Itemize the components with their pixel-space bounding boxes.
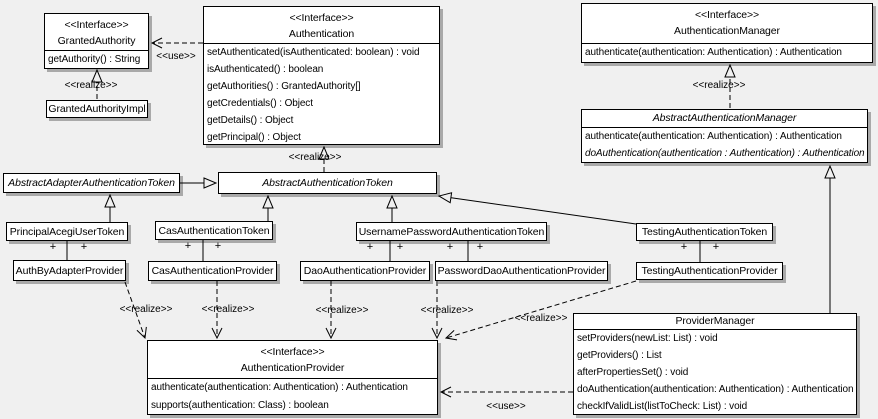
class-name: TestingAuthenticationProvider (641, 265, 778, 277)
method: getPrincipal() : Object (207, 132, 301, 143)
class-password-dao-authentication-provider: PasswordDaoAuthenticationProvider (435, 261, 608, 281)
method: setProviders(newList: List) : void (577, 333, 718, 344)
class-header: <<Interface>> GrantedAuthority (45, 14, 148, 51)
class-name: AuthenticationProvider (240, 362, 345, 374)
class-abstract-adapter-authentication-token: AbstractAdapterAuthenticationToken (3, 173, 180, 193)
method: doAuthentication(authentication : Authen… (585, 148, 865, 159)
class-name: AbstractAdapterAuthenticationToken (8, 177, 175, 189)
association-end-marker: + (184, 240, 192, 252)
method: isAuthenticated() : boolean (207, 64, 324, 75)
method: afterPropertiesSet() : void (577, 367, 689, 378)
class-header: <<Interface>> AuthenticationProvider (148, 341, 437, 379)
method: getAuthorities() : GrantedAuthority[] (207, 81, 361, 92)
class-cas-authentication-token: CasAuthenticationToken (155, 221, 273, 240)
class-testing-authentication-token: TestingAuthenticationToken (636, 223, 773, 241)
class-dao-authentication-provider: DaoAuthenticationProvider (300, 261, 430, 281)
class-auth-by-adapter-provider: AuthByAdapterProvider (13, 260, 126, 281)
class-name: AbstractAuthenticationManager (652, 112, 797, 124)
class-header: ProviderManager (574, 314, 856, 330)
class-name: CasAuthenticationProvider (151, 265, 274, 277)
method: getCredentials() : Object (207, 98, 313, 109)
class-name: AuthByAdapterProvider (15, 264, 124, 277)
method: setAuthenticated(isAuthenticated: boolea… (207, 47, 420, 58)
stereotype-label: <<Interface>> (694, 9, 760, 21)
class-authentication: <<Interface>> Authentication setAuthenti… (203, 6, 440, 145)
class-abstract-authentication-manager: AbstractAuthenticationManager authentica… (581, 109, 868, 163)
method: authenticate(authentication: Authenticat… (585, 131, 842, 142)
realize-label: <<realize>> (201, 304, 255, 315)
class-header: <<Interface>> AuthenticationManager (582, 4, 872, 44)
realize-label: <<realize>> (119, 304, 173, 315)
method: getDetails() : Object (207, 115, 294, 126)
class-name: GrantedAuthority (57, 35, 136, 47)
stereotype-label: <<Interface>> (64, 19, 129, 31)
class-principal-acegi-user-token: PrincipalAcegiUserToken (6, 222, 128, 241)
association-end-marker: + (396, 241, 404, 253)
method: doAuthentication(authentication: Authent… (577, 384, 854, 395)
association-end-marker: + (476, 241, 484, 253)
class-name: AbstractAuthenticationToken (262, 177, 393, 189)
edge-generalization-testing-token (439, 196, 637, 225)
class-name: AuthenticationManager (674, 25, 780, 37)
class-granted-authority: <<Interface>> GrantedAuthority getAuthor… (44, 13, 149, 69)
association-end-marker: + (214, 240, 222, 252)
realize-label: <<realize>> (315, 305, 369, 316)
method: checkIfValidList(listToCheck: List) : vo… (577, 401, 748, 412)
method: authenticate(authentication: Authenticat… (151, 382, 408, 393)
realize-label: <<realize>> (64, 80, 118, 91)
stereotype-label: <<Interface>> (260, 346, 325, 358)
class-header: <<Interface>> Authentication (204, 7, 439, 44)
class-name: CasAuthenticationToken (158, 224, 270, 237)
class-cas-authentication-provider: CasAuthenticationProvider (148, 261, 277, 281)
class-provider-manager: ProviderManager setProviders(newList: Li… (573, 313, 857, 415)
class-name: DaoAuthenticationProvider (303, 265, 427, 277)
association-end-marker: + (680, 241, 688, 253)
realize-label: <<realize>> (692, 80, 746, 91)
use-label: <<use>> (156, 51, 196, 62)
method: getAuthority() : String (48, 54, 141, 65)
class-name: UsernamePasswordAuthenticationToken (358, 225, 545, 238)
realize-label: <<realize>> (288, 152, 342, 163)
realize-label: <<realize>> (420, 305, 474, 316)
method: getProviders() : List (577, 350, 662, 361)
class-name: ProviderManager (675, 315, 755, 327)
association-end-marker: + (49, 241, 57, 253)
class-authentication-provider: <<Interface>> AuthenticationProvider aut… (147, 340, 438, 415)
class-username-password-authentication-token: UsernamePasswordAuthenticationToken (356, 222, 547, 241)
class-testing-authentication-provider: TestingAuthenticationProvider (636, 262, 783, 280)
class-name: TestingAuthenticationToken (641, 226, 768, 238)
use-label: <<use>> (486, 401, 526, 412)
class-name: PrincipalAcegiUserToken (9, 225, 125, 238)
class-name: GrantedAuthorityImpl (48, 103, 146, 115)
class-name: Authentication (288, 28, 355, 40)
method: supports(authentication: Class) : boolea… (151, 400, 329, 411)
stereotype-label: <<Interface>> (289, 12, 354, 24)
association-end-marker: + (446, 241, 454, 253)
method: authenticate(authentication: Authenticat… (585, 47, 842, 58)
class-header: AbstractAuthenticationManager (582, 110, 867, 128)
class-granted-authority-impl: GrantedAuthorityImpl (46, 100, 148, 118)
association-end-marker: + (712, 241, 720, 253)
association-end-marker: + (366, 241, 374, 253)
association-end-marker: + (80, 241, 88, 253)
class-authentication-manager: <<Interface>> AuthenticationManager auth… (581, 3, 873, 63)
class-abstract-authentication-token: AbstractAuthenticationToken (218, 172, 437, 194)
class-name: PasswordDaoAuthenticationProvider (437, 265, 606, 277)
realize-label: <<realize>> (514, 313, 568, 324)
